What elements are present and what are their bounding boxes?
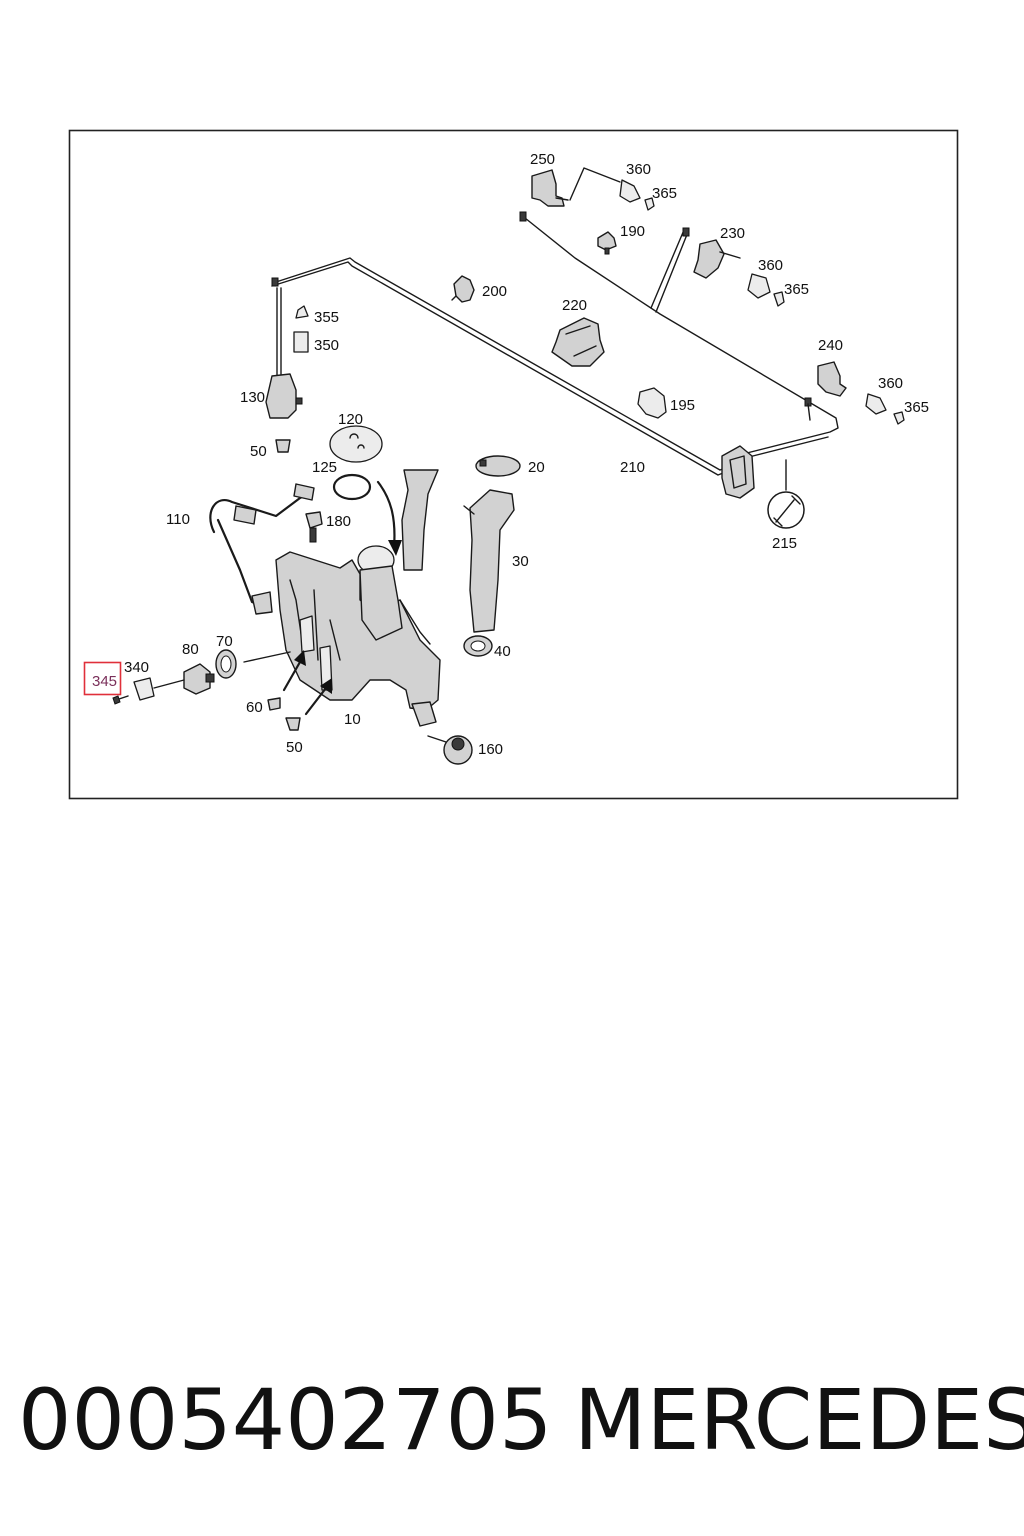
label-70: 70 [216,633,233,650]
nozzle-240 [817,361,905,425]
clip-195 [637,387,667,419]
ring-125 [332,473,372,501]
clip-190 [597,231,617,255]
label-340: 340 [124,659,149,676]
label-230: 230 [720,225,745,242]
label-50-lower: 50 [286,739,303,756]
tool-215 [767,459,805,529]
clip-220 [551,317,605,367]
label-130: 130 [240,389,265,406]
label-365-c: 365 [904,399,929,416]
pin-345 [112,695,129,705]
bolt-180 [305,511,323,543]
highlight-345[interactable]: 345 [83,661,122,696]
label-360-b: 360 [758,257,783,274]
label-365-b: 365 [784,281,809,298]
hose-110 [209,483,315,615]
label-180: 180 [326,513,351,530]
highlight-box [83,661,122,696]
label-210: 210 [620,459,645,476]
label-195: 195 [670,397,695,414]
nozzle-230 [693,239,785,307]
cap-20 [475,455,521,477]
seal-40 [463,635,493,657]
label-350: 350 [314,337,339,354]
part-labels: 250 360 365 190 230 360 365 200 220 355 … [124,151,929,758]
tank-10 [275,469,441,727]
label-365-a: 365 [652,185,677,202]
sensor-80 [183,663,215,695]
brand-name: MERCEDES [574,1371,1024,1469]
label-250: 250 [530,151,555,168]
connector-340 [133,677,185,701]
nozzle-250 [531,167,655,211]
grommet-70 [215,649,237,679]
label-240: 240 [818,337,843,354]
label-345: 345 [92,673,117,690]
label-110: 110 [166,511,190,528]
pump-130 [265,305,309,453]
grommet-210 [721,445,755,499]
label-355: 355 [314,309,339,326]
label-120: 120 [338,411,363,428]
mount-160 [427,735,473,765]
label-215: 215 [772,535,797,552]
label-360-c: 360 [878,375,903,392]
assembly-arrows [243,480,402,716]
cap-120 [329,425,383,463]
label-220: 220 [562,297,587,314]
label-10: 10 [344,711,361,728]
part-number: 0005402705 [18,1371,553,1469]
label-20: 20 [528,459,545,476]
label-60: 60 [246,699,263,716]
label-360-a: 360 [626,161,651,178]
clip-200 [451,275,475,303]
label-40: 40 [494,643,511,660]
label-200: 200 [482,283,507,300]
filler-neck-30 [463,489,515,633]
label-30: 30 [512,553,529,570]
label-190: 190 [620,223,645,240]
bolt-50-lower [285,717,301,731]
label-50-upper: 50 [250,443,267,460]
bolt-60 [267,697,281,711]
label-160: 160 [478,741,503,758]
label-125: 125 [312,459,337,476]
label-80: 80 [182,641,199,658]
